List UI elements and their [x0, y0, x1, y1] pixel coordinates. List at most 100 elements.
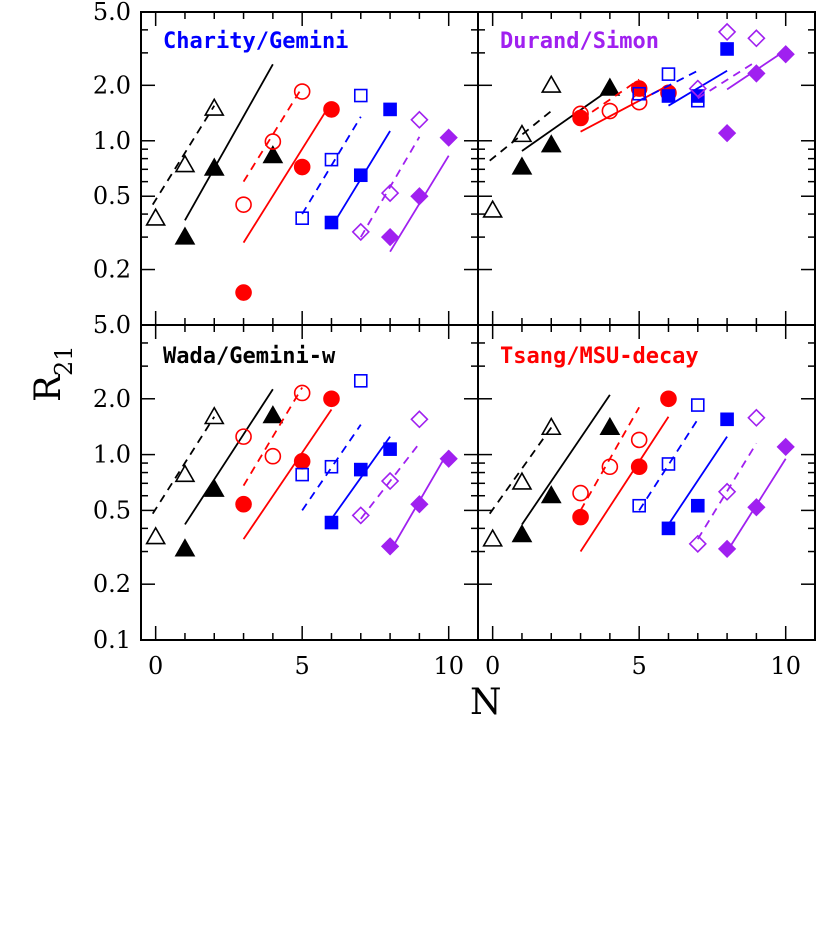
- axis-labels-group: N R 21: [28, 345, 502, 723]
- series-1: [145, 406, 225, 545]
- circle-marker: [572, 484, 589, 502]
- x-tick-label: 0: [485, 652, 500, 680]
- y-tick-label: 0.2: [93, 256, 131, 284]
- diamond-marker: [747, 498, 766, 517]
- series-3: [572, 406, 648, 511]
- series-4: [235, 101, 340, 301]
- x-tick-label: 10: [433, 652, 464, 680]
- fit-line: [301, 424, 362, 511]
- circle-marker: [235, 284, 252, 301]
- series-8: [380, 449, 458, 556]
- diamond-marker: [410, 110, 429, 129]
- circle-marker: [660, 390, 677, 408]
- y-axis-title-group: R 21: [28, 345, 78, 402]
- square-marker: [720, 42, 734, 56]
- triangle-marker: [540, 74, 562, 93]
- diamond-marker: [717, 482, 737, 501]
- diamond-marker: [380, 537, 400, 556]
- square-marker: [353, 168, 368, 183]
- circle-marker: [235, 196, 252, 213]
- series-8: [380, 128, 458, 253]
- diamond-marker: [688, 79, 707, 98]
- triangle-marker: [174, 226, 196, 245]
- circle-marker: [572, 109, 589, 127]
- triangle-marker: [540, 485, 562, 504]
- series-3: [235, 384, 311, 487]
- circle-marker: [235, 495, 252, 513]
- triangle-marker: [540, 134, 562, 153]
- fit-line: [697, 442, 758, 540]
- series-6: [324, 102, 397, 230]
- panel-title: Durand/Simon: [500, 29, 659, 54]
- diamond-marker: [439, 128, 458, 147]
- diamond-marker: [410, 410, 429, 429]
- y-tick-label: 2.0: [93, 385, 131, 413]
- circle-marker: [264, 447, 282, 465]
- fit-line: [638, 69, 699, 102]
- fit-line: [151, 416, 216, 515]
- square-marker: [661, 457, 676, 471]
- fit-line: [330, 436, 391, 520]
- triangle-marker: [482, 528, 504, 547]
- diamond-marker: [717, 539, 737, 559]
- series-7: [688, 22, 766, 100]
- fit-line: [242, 101, 333, 244]
- x-tick-label: 0: [148, 652, 163, 680]
- circle-marker: [264, 133, 282, 150]
- diamond-marker: [776, 437, 795, 457]
- square-marker: [383, 442, 397, 456]
- circle-marker: [323, 101, 340, 118]
- circle-marker: [235, 428, 252, 445]
- x-axis-title: N: [470, 682, 502, 723]
- triangle-marker: [262, 145, 284, 164]
- circle-marker: [293, 384, 311, 402]
- y-tick-label: 0.1: [93, 626, 131, 654]
- series-6: [661, 412, 734, 536]
- fit-line: [521, 394, 611, 525]
- diamond-marker: [688, 534, 707, 553]
- circle-marker: [630, 80, 648, 97]
- fit-line: [521, 88, 611, 152]
- panel-title: Wada/Gemini-w: [163, 344, 336, 369]
- square-marker: [295, 211, 309, 225]
- circle-marker: [630, 458, 648, 476]
- square-marker: [324, 515, 339, 530]
- triangle-marker: [540, 416, 562, 436]
- square-marker: [353, 462, 368, 477]
- square-marker: [295, 467, 309, 482]
- triangle-marker: [145, 207, 167, 226]
- fit-line: [488, 426, 552, 515]
- series-2: [174, 63, 284, 245]
- series-4: [235, 390, 340, 540]
- triangle-marker: [203, 478, 225, 497]
- square-marker: [690, 398, 705, 412]
- series-5: [295, 88, 368, 225]
- diamond-marker: [717, 124, 737, 143]
- square-marker: [353, 88, 368, 103]
- square-marker: [720, 412, 734, 427]
- fit-line: [668, 69, 728, 107]
- y-tick-label: 0.5: [93, 182, 131, 210]
- series-1: [482, 416, 562, 547]
- diamond-marker: [776, 45, 795, 64]
- square-marker: [661, 89, 676, 103]
- circle-marker: [293, 453, 311, 470]
- fit-line: [580, 78, 640, 121]
- circle-marker: [293, 83, 311, 100]
- diamond-marker: [439, 449, 458, 468]
- x-tick-label: 5: [632, 652, 647, 680]
- circle-marker: [572, 508, 589, 526]
- fit-line: [360, 442, 421, 520]
- y-tick-label: 1.0: [93, 127, 131, 155]
- triangle-marker: [174, 463, 196, 483]
- diamond-marker: [410, 187, 429, 206]
- circle-marker: [323, 390, 340, 408]
- diamond-marker: [410, 495, 429, 514]
- y-tick-label: 0.2: [93, 570, 131, 598]
- fit-line: [184, 63, 274, 221]
